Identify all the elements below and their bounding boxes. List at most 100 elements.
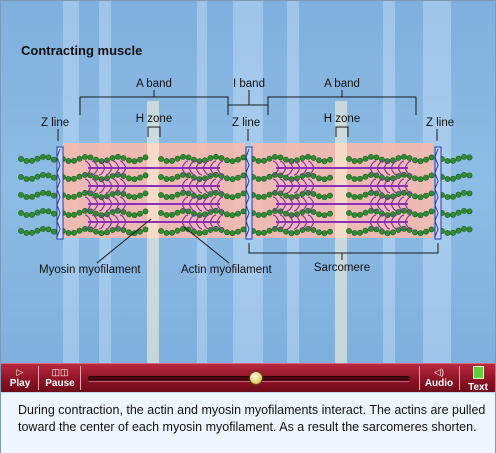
actin-bead — [423, 228, 429, 235]
actin-bead — [373, 208, 380, 215]
actin-bead — [240, 172, 247, 179]
actin-bead — [417, 176, 424, 183]
actin-bead — [390, 229, 396, 236]
play-button[interactable]: ▷ Play — [3, 364, 37, 392]
actin-bead — [65, 230, 72, 236]
myosin-head — [84, 196, 92, 212]
actin-bead — [229, 158, 236, 165]
actin-bead — [163, 158, 170, 164]
actin-bead — [71, 193, 77, 200]
actin-bead — [461, 153, 467, 160]
actin-bead — [321, 212, 328, 219]
pause-button[interactable]: ◫◫ Pause — [41, 364, 79, 392]
progress-track[interactable] — [88, 376, 410, 382]
actin-bead — [357, 229, 363, 236]
actin-bead — [444, 158, 451, 164]
actin-bead — [266, 173, 273, 180]
separator — [80, 366, 81, 390]
actin-bead — [466, 190, 473, 197]
actin-bead — [412, 229, 418, 236]
actin-bead — [327, 210, 333, 217]
actin-bead — [466, 208, 473, 215]
actin-bead — [174, 173, 181, 180]
actin-bead — [346, 156, 352, 162]
actin-bead — [299, 155, 306, 161]
progress-slider-knob[interactable] — [249, 371, 264, 385]
actin-bead — [131, 158, 138, 165]
actin-bead — [174, 191, 181, 198]
actin-bead — [310, 227, 317, 233]
myosin-head — [195, 160, 203, 176]
actin-bead — [51, 210, 57, 217]
myosin-head — [369, 214, 377, 230]
speaker-icon: ◁) — [434, 367, 444, 377]
pause-icon: ◫◫ — [51, 367, 69, 377]
actin-bead — [40, 171, 46, 178]
myosin-head — [383, 178, 391, 194]
actin-bead — [191, 156, 197, 163]
actin-bead — [98, 212, 105, 219]
text-button[interactable]: Text — [461, 364, 495, 393]
myosin-head — [98, 178, 106, 194]
actin-bead — [305, 153, 311, 160]
myosin-head — [105, 214, 113, 230]
myosin-head — [369, 160, 377, 176]
myosin-head — [91, 160, 99, 176]
myosin-head — [202, 178, 210, 194]
myosin-head — [279, 196, 287, 212]
audio-button[interactable]: ◁) Audio — [421, 364, 457, 392]
actin-bead — [423, 210, 429, 217]
actin-bead — [362, 227, 369, 234]
actin-bead — [316, 193, 322, 200]
actin-bead — [455, 209, 462, 216]
actin-bead — [185, 172, 192, 179]
actin-bead — [163, 212, 170, 218]
actin-bead — [207, 209, 214, 215]
myosin-head — [307, 214, 315, 230]
actin-bead — [18, 156, 24, 162]
actin-bead — [137, 210, 143, 217]
actin-bead — [34, 173, 41, 180]
actin-bead — [185, 154, 192, 161]
myosin-head — [293, 160, 301, 176]
actin-bead — [310, 209, 317, 215]
actin-bead — [235, 228, 241, 235]
actin-bead — [224, 229, 230, 236]
actin-bead — [450, 211, 456, 218]
actin-bead — [76, 155, 83, 162]
myosin-head — [390, 196, 398, 212]
actin-bead — [321, 194, 328, 201]
actin-bead — [45, 190, 52, 197]
actin-bead — [131, 194, 138, 201]
actin-bead — [362, 209, 369, 216]
actin-bead — [401, 153, 407, 160]
actin-bead — [104, 229, 110, 236]
myosin-head — [209, 160, 217, 176]
text-label: Text — [468, 382, 488, 393]
z-line-label-left: Z line — [41, 117, 69, 129]
actin-bead — [235, 210, 241, 217]
myosin-head — [293, 196, 301, 212]
caption-panel: During contraction, the actin and myosin… — [1, 392, 495, 453]
actin-bead — [455, 173, 462, 180]
actin-bead — [207, 191, 214, 197]
actin-bead — [180, 189, 186, 196]
myosin-head — [279, 160, 287, 176]
myosin-head — [390, 160, 398, 176]
myosin-head — [216, 160, 224, 176]
myosin-head — [188, 196, 196, 212]
actin-bead — [255, 212, 262, 218]
actin-bead — [229, 176, 236, 183]
actin-bead — [310, 191, 317, 197]
actin-bead — [450, 193, 456, 200]
myosin-head — [91, 214, 99, 230]
h-zone-strip-right — [335, 101, 347, 363]
actin-bead — [255, 158, 262, 164]
h-zone-right-bracket — [335, 126, 349, 137]
myosin-head — [369, 178, 377, 194]
actin-bead — [423, 156, 429, 163]
h-zone-label-left: H zone — [136, 113, 172, 125]
myosin-head — [300, 214, 308, 230]
actin-bead — [51, 174, 57, 181]
